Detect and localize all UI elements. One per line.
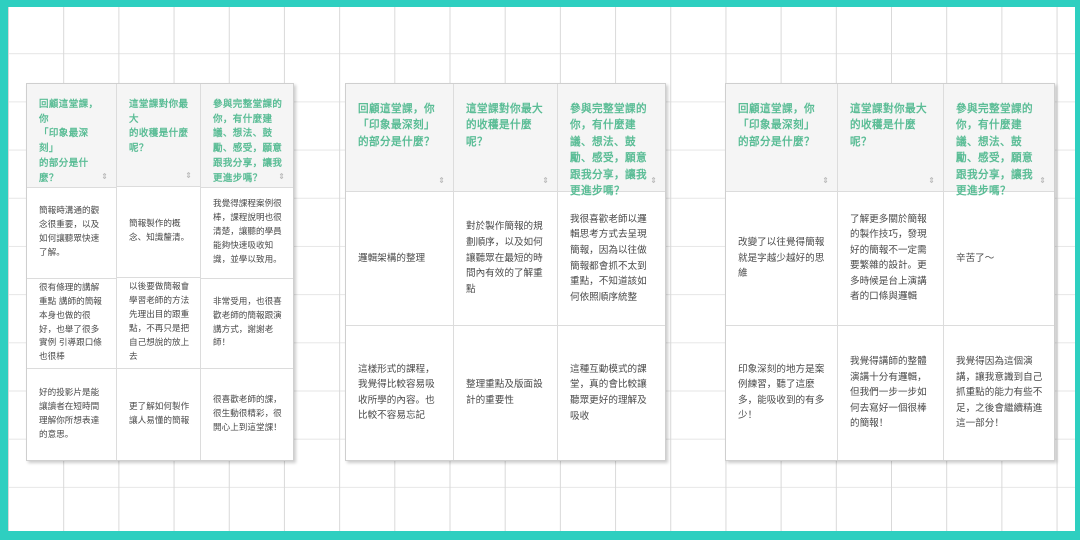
column-header-suggestion[interactable]: 參與完整堂課的 你，有什麼建 議、想法、鼓 勵、感受，願意 跟我分享，讓我 更進… [944, 84, 1054, 197]
sort-icon[interactable]: ⇕ [542, 175, 549, 185]
table-cell: 邏輯架構的整理 [346, 192, 453, 326]
frame-border-right [1075, 0, 1080, 540]
table-cell: 對於製作簡報的規劃順序，以及如何讓聽眾在最短的時間內有效的了解重點 [454, 192, 557, 326]
feedback-table-3-column-1: 回顧這堂課，你 「印象最深刻」 的部分是什麼？ ⇕ 改變了以往覺得簡報就是字越少… [726, 84, 838, 460]
table-cell: 了解更多關於簡報的製作技巧，發現好的簡報不一定需要繁雜的設計。更多時候是台上演講… [838, 192, 943, 326]
table-cell: 好的投影片是能讓讀者在短時間理解你所想表達的意思。 [39, 387, 100, 440]
table-cell: 更了解如何製作讓人易懂的簡報 [129, 401, 190, 426]
column-header-impression[interactable]: 回顧這堂課，你 「印象最深刻」 的部分是什麼？ ⇕ [726, 84, 837, 192]
column-header-label: 這堂課對你最大 的收穫是什麼 呢？ [850, 103, 927, 148]
feedback-table-3-column-2: 這堂課對你最大 的收穫是什麼 呢？ ⇕ 了解更多關於簡報的製作技巧，發現好的簡報… [838, 84, 944, 460]
table-cell: 改變了以往覺得簡報就是字越少越好的思維 [726, 192, 837, 326]
table-cell: 我覺得因為這個演講，讓我意識到自己抓重點的能力有些不足，之後會繼續精進這一部分！ [956, 356, 1043, 430]
sort-icon[interactable]: ⇕ [438, 175, 445, 185]
column-header-label: 參與完整堂課的 你，有什麼建 議、想法、鼓 勵、感受，願意 跟我分享，讓我 更進… [956, 103, 1033, 198]
column-header-label: 回顧這堂課，你 「印象最深刻」 的部分是什麼？ [358, 103, 435, 148]
sort-icon[interactable]: ⇕ [928, 175, 935, 185]
frame-border-top [0, 0, 1080, 7]
table-cell: 辛苦了～ [944, 192, 1054, 326]
sort-icon[interactable]: ⇕ [650, 176, 657, 185]
column-header-impression[interactable]: 回顧這堂課，你 「印象最深刻」 的部分是什麼？ ⇕ [346, 84, 453, 192]
table-cell: 以後要做簡報會學習老師的方法先理出目的跟重點，不再只是把自己想說的放上去 [117, 278, 200, 370]
table-cell: 很有條理的講解重點 講師的簡報本身也做的很好，也舉了很多實例 引導跟口條也很棒 [27, 279, 116, 370]
feedback-table-2-column-2: 這堂課對你最大 的收穫是什麼 呢？ ⇕ 對於製作簡報的規劃順序，以及如何讓聽眾在… [454, 84, 558, 460]
table-cell: 整理重點及版面設計的重要性 [466, 379, 543, 406]
feedback-table-3: 回顧這堂課，你 「印象最深刻」 的部分是什麼？ ⇕ 改變了以往覺得簡報就是字越少… [725, 83, 1055, 461]
column-header-label: 參與完整堂課的 你，有什麼建 議、想法、鼓 勵、感受，願意 跟我分享，讓我 更進… [213, 99, 283, 184]
column-header-label: 參與完整堂課的 你，有什麼建 議、想法、鼓 勵、感受，願意 跟我分享，讓我 更進… [570, 103, 647, 198]
feedback-table-3-column-3: 參與完整堂課的 你，有什麼建 議、想法、鼓 勵、感受，願意 跟我分享，讓我 更進… [944, 84, 1054, 460]
feedback-table-1: 回顧這堂課，你 「印象最深刻」 的部分是什麼？ ⇕ 簡報時溝通的觀念很重要，以及… [26, 83, 294, 461]
table-cell: 簡報製作的概念、知識釐清。 [117, 187, 200, 279]
frame-border-bottom [0, 531, 1080, 540]
table-cell: 簡報時溝通的觀念很重要，以及如何讓聽眾快速了解。 [27, 188, 116, 279]
feedback-table-2-column-1: 回顧這堂課，你 「印象最深刻」 的部分是什麼？ ⇕ 邏輯架構的整理 這樣形式的課… [346, 84, 454, 460]
feedback-table-1-column-2: 這堂課對你最大 的收穫是什麼 呢？ ⇕ 簡報製作的概念、知識釐清。 以後要做簡報… [117, 84, 201, 460]
sort-icon[interactable]: ⇕ [1039, 176, 1046, 185]
column-header-impression[interactable]: 回顧這堂課，你 「印象最深刻」 的部分是什麼？ ⇕ [27, 84, 116, 188]
table-cell: 印象深刻的地方是案例練習，聽了這麼多，能吸收到的有多少！ [738, 363, 825, 422]
column-header-gain[interactable]: 這堂課對你最大 的收穫是什麼 呢？ ⇕ [117, 84, 200, 188]
table-cell: 很喜歡老師的課，很生動很精彩，很開心上到這堂課！ [213, 394, 282, 433]
table-cell: 我很喜歡老師以邏輯思考方式去呈現簡報，因為以往做簡報都會抓不太到重點，不知道該如… [558, 192, 665, 326]
table-cell: 這樣形式的課程，我覺得比較容易吸收所學的內容。也比較不容易忘記 [358, 363, 435, 422]
feedback-table-2: 回顧這堂課，你 「印象最深刻」 的部分是什麼？ ⇕ 邏輯架構的整理 這樣形式的課… [345, 83, 666, 461]
column-header-label: 回顧這堂課，你 「印象最深刻」 的部分是什麼？ [39, 99, 99, 184]
table-cell: 我覺得講師的整體演講十分有邏輯，但我們一步一步如何去寫好一個很棒的簡報！ [850, 356, 927, 430]
feedback-table-2-column-3: 參與完整堂課的 你，有什麼建 議、想法、鼓 勵、感受，願意 跟我分享，讓我 更進… [558, 84, 665, 460]
feedback-table-1-column-3: 參與完整堂課的 你，有什麼建 議、想法、鼓 勵、感受，願意 跟我分享，讓我 更進… [201, 84, 293, 460]
column-header-gain[interactable]: 這堂課對你最大 的收穫是什麼 呢？ ⇕ [454, 84, 557, 192]
table-cell: 我覺得課程案例很棒，課程說明也很清楚，讓聽的學員能夠快速吸收知識，並學以致用。 [201, 188, 293, 279]
column-header-suggestion[interactable]: 參與完整堂課的 你，有什麼建 議、想法、鼓 勵、感受，願意 跟我分享，讓我 更進… [558, 84, 665, 197]
table-cell: 這種互動模式的課堂，真的會比較讓聽眾更好的理解及吸收 [570, 363, 647, 422]
table-cell: 非常受用，也很喜歡老師的簡報跟演講方式，謝謝老師！ [201, 279, 293, 370]
sort-icon[interactable]: ⇕ [278, 172, 285, 181]
frame-border-left [0, 0, 8, 540]
column-header-label: 回顧這堂課，你 「印象最深刻」 的部分是什麼？ [738, 103, 815, 148]
column-header-gain[interactable]: 這堂課對你最大 的收穫是什麼 呢？ ⇕ [838, 84, 943, 192]
column-header-suggestion[interactable]: 參與完整堂課的 你，有什麼建 議、想法、鼓 勵、感受，願意 跟我分享，讓我 更進… [201, 84, 293, 188]
feedback-table-1-column-1: 回顧這堂課，你 「印象最深刻」 的部分是什麼？ ⇕ 簡報時溝通的觀念很重要，以及… [27, 84, 117, 460]
column-header-label: 這堂課對你最大 的收穫是什麼 呢？ [129, 99, 189, 155]
column-header-label: 這堂課對你最大 的收穫是什麼 呢？ [466, 103, 543, 148]
sort-icon[interactable]: ⇕ [822, 175, 829, 185]
sort-icon[interactable]: ⇕ [185, 171, 192, 181]
sort-icon[interactable]: ⇕ [101, 172, 108, 181]
